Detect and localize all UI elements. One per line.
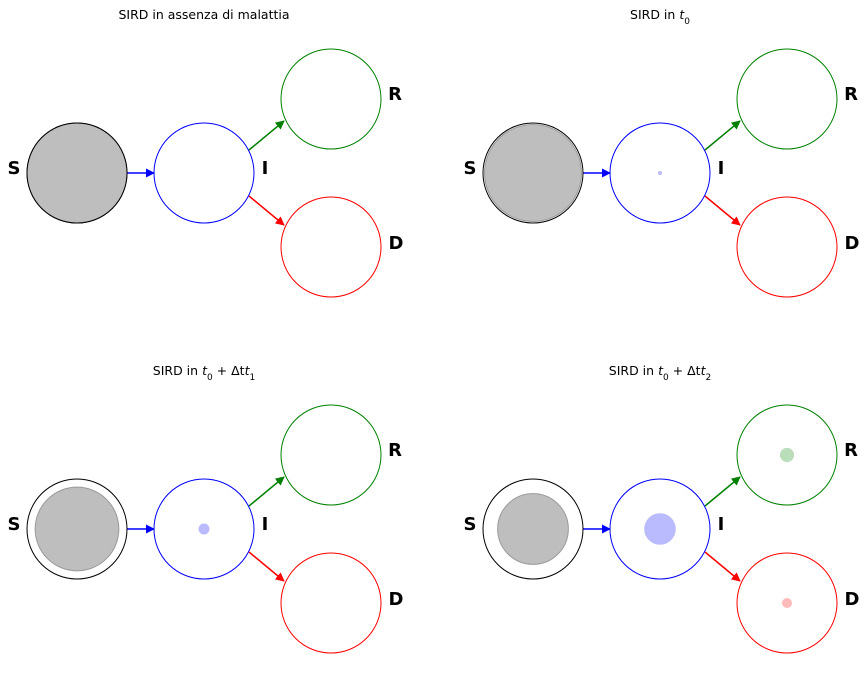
panel-1-label-s: S	[8, 158, 21, 179]
panel-3-s-node	[26, 478, 128, 580]
panel-4-s-node	[482, 478, 584, 580]
panel-3-title: SIRD in t0 + Δtt1	[153, 363, 255, 383]
panel-3-i-population-fill	[198, 523, 210, 535]
panel-3-arrow-i-to-r	[248, 476, 285, 507]
panel-3-label-s: S	[8, 514, 21, 535]
panel-4-d-node	[736, 552, 838, 654]
panel-3-s-population-fill	[34, 486, 120, 572]
panel-3-d-node	[280, 552, 382, 654]
panel-1-d-node	[280, 196, 382, 298]
panel-2-s-population-fill	[484, 124, 582, 222]
panel-4-label-d: D	[845, 589, 860, 610]
panel-2-s-node	[482, 122, 584, 224]
panel-2-arrow-i-to-d	[704, 195, 741, 226]
panel-4-label-i: I	[718, 514, 725, 535]
panel-4-r-population-fill	[779, 447, 795, 463]
panel-2-r-node	[736, 48, 838, 150]
panel-4-label-s: S	[464, 514, 477, 535]
panel-2-d-node	[736, 196, 838, 298]
panel-2-i-node	[609, 122, 711, 224]
panel-3-arrow-i-to-d	[248, 551, 285, 582]
panel-1-r-node	[280, 48, 382, 150]
panel-2-i-population-fill	[658, 171, 662, 175]
panel-1-arrow-i-to-r	[248, 120, 285, 151]
panel-2-label-s: S	[464, 158, 477, 179]
panel-2-arrow-i-to-r	[704, 120, 741, 151]
panel-4-i-population-fill	[644, 513, 676, 545]
panel-2-label-d: D	[845, 233, 860, 254]
panel-1-title: SIRD in assenza di malattia	[118, 7, 289, 22]
panel-3-i-node	[153, 478, 255, 580]
panel-4-r-node	[736, 404, 838, 506]
panel-1-label-d: D	[389, 233, 404, 254]
panel-1-i-node	[153, 122, 255, 224]
panel-3-r-node	[280, 404, 382, 506]
panel-2-label-i: I	[718, 158, 725, 179]
panel-1-s-population-fill	[26, 122, 128, 224]
panel-1-label-i: I	[262, 158, 269, 179]
panel-4-arrow-i-to-d	[704, 551, 741, 582]
panel-1-arrow-i-to-d	[248, 195, 285, 226]
panel-4-title: SIRD in t0 + Δtt2	[609, 363, 711, 383]
panel-4-d-population-fill	[782, 598, 792, 608]
panel-4-s-population-fill	[497, 493, 569, 565]
sird-panel-2: SIRD in t0 S I R D	[464, 7, 860, 298]
panel-4-arrow-i-to-r	[704, 476, 741, 507]
panel-3-label-d: D	[389, 589, 404, 610]
panel-4-label-r: R	[844, 440, 858, 461]
panel-1-label-r: R	[388, 84, 402, 105]
panel-3-label-r: R	[388, 440, 402, 461]
panel-2-label-r: R	[844, 84, 858, 105]
panel-2-title: SIRD in t0	[630, 7, 690, 27]
panel-4-i-node	[609, 478, 711, 580]
panel-3-label-i: I	[262, 514, 269, 535]
